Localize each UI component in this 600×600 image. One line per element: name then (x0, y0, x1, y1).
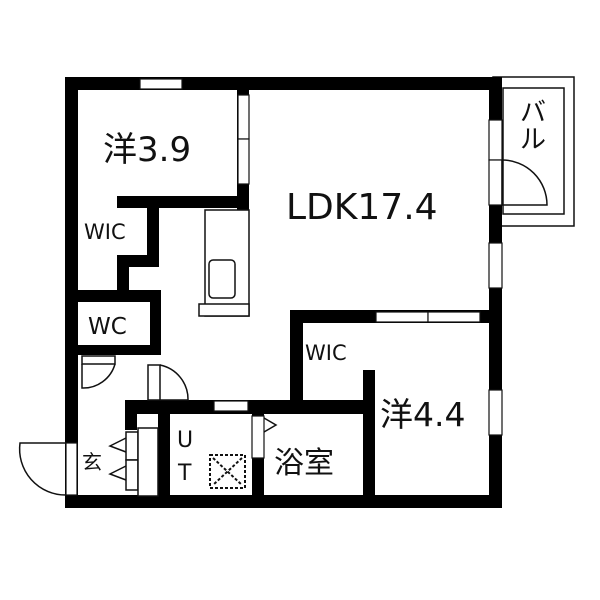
kitchen-counter (198, 209, 250, 317)
room-label-western-4-4: 洋4.4 (380, 395, 466, 434)
room-label-wic-2: WIC (305, 341, 347, 365)
balcony (492, 76, 575, 227)
room-label-western-3-9: 洋3.9 (103, 130, 192, 170)
windows (65, 78, 503, 496)
room-label-bath: 浴室 (274, 446, 334, 481)
room-label-ldk: LDK17.4 (286, 187, 438, 228)
window-western1-top (139, 78, 183, 90)
hall-door-icon (147, 364, 189, 401)
room-label-entrance: 玄 (82, 450, 102, 474)
wc-door-icon (81, 355, 116, 389)
bath-door-marker-icon (263, 417, 278, 433)
room-label-wc: WC (88, 314, 127, 340)
entrance-door-icon (18, 442, 67, 496)
balcony-door-icon (501, 159, 548, 206)
room-label-wic-1: WIC (84, 220, 126, 244)
room-label-utility-t: T (178, 461, 192, 486)
washer-space-icon (209, 454, 246, 489)
room-label-utility-u: U (177, 428, 194, 453)
sink-icon (208, 259, 236, 299)
shoe-storage (108, 427, 159, 497)
room-label-balcony: バル (519, 98, 546, 156)
